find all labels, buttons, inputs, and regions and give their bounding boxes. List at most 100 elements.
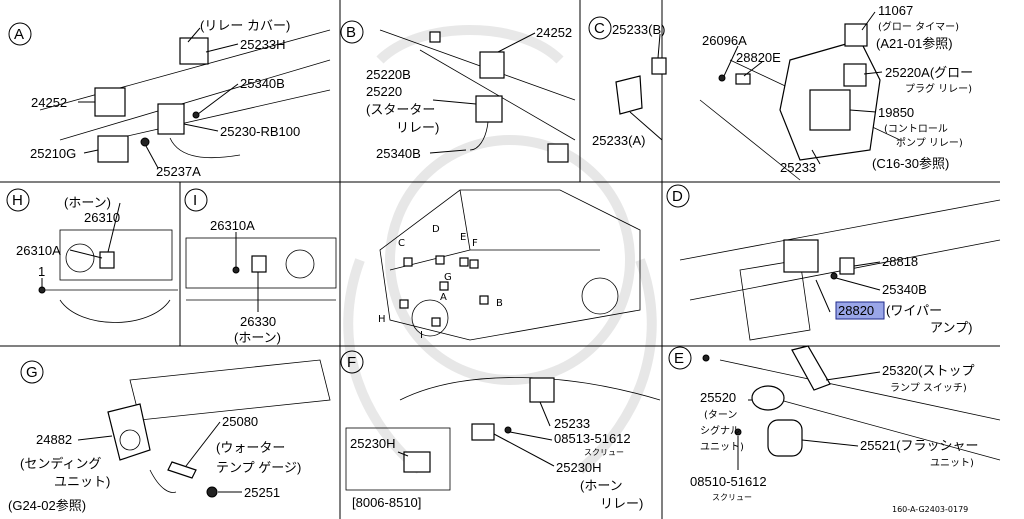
vehicle-marker-f: F bbox=[472, 238, 478, 249]
vehicle-marker-c: C bbox=[398, 238, 405, 249]
label-b-25220b: 25220B bbox=[366, 67, 411, 82]
figure-code: 160-A-G2403-0179 bbox=[892, 505, 968, 514]
flasher-unit-part bbox=[767, 419, 803, 457]
starter-relay-part bbox=[475, 95, 503, 123]
bracket-25233b-part bbox=[651, 57, 667, 75]
label-b-starter: (スターター bbox=[366, 102, 435, 117]
panel-i-badge bbox=[184, 188, 208, 212]
horn-26310-part bbox=[99, 251, 115, 269]
horn-relay-part bbox=[471, 423, 495, 441]
inset-horn-relay-part bbox=[403, 451, 431, 473]
panel-i: I 26310A 26330 (ホーン) bbox=[184, 188, 337, 345]
panel-h: H (ホーン) 26310 26310A 1 bbox=[6, 188, 178, 323]
panel-center-vehicle: C D E F A G H I B bbox=[378, 189, 641, 341]
horn-26330-part bbox=[251, 255, 267, 273]
label-a-25233h: 25233H bbox=[240, 37, 286, 52]
label-a-25237a: 25237A bbox=[156, 164, 201, 179]
panel-h-badge bbox=[6, 188, 30, 212]
label-e-25521: 25521(フラッシャー bbox=[860, 438, 978, 453]
label-a-25230-rb100: 25230-RB100 bbox=[220, 124, 300, 139]
control-pump-relay-part bbox=[809, 89, 851, 131]
label-e-08510: 08510-51612 bbox=[690, 474, 767, 489]
vehicle-marker-g: G bbox=[444, 272, 452, 283]
panel-i-letter: I bbox=[193, 192, 197, 209]
label-c-25220a: 25220A(グロー bbox=[885, 65, 973, 80]
label-e-signal: シグナル bbox=[700, 424, 740, 437]
label-b-24252: 24252 bbox=[536, 25, 572, 40]
vehicle-marker-e: E bbox=[460, 232, 466, 243]
label-e-stop-lamp-switch: ランプ スイッチ) bbox=[890, 382, 967, 394]
label-c-25233b: 25233(B) bbox=[612, 22, 665, 37]
label-i-26330: 26330 bbox=[240, 314, 276, 329]
label-h-26310a: 26310A bbox=[16, 243, 61, 258]
panel-a: A (リレー カバー) 25233H 24252 25340B 25210G 2… bbox=[8, 18, 331, 179]
label-a-24252: 24252 bbox=[31, 95, 67, 110]
label-e-25320: 25320(ストップ bbox=[882, 363, 974, 378]
label-f-25233: 25233 bbox=[554, 416, 590, 431]
vehicle-marker-a: A bbox=[440, 292, 447, 303]
label-d-25340b: 25340B bbox=[882, 282, 927, 297]
inset-box bbox=[345, 427, 451, 491]
label-b-25220: 25220 bbox=[366, 84, 402, 99]
label-f-screw: スクリュー bbox=[584, 448, 624, 457]
label-c-control: (コントロール bbox=[884, 124, 948, 135]
panel-f-letter: F bbox=[347, 354, 356, 371]
relay-24252-b-part bbox=[479, 51, 505, 79]
label-g-sending: (センディング bbox=[20, 456, 101, 471]
relay-25233-f-part bbox=[529, 377, 555, 403]
label-c-25233a: 25233(A) bbox=[592, 133, 645, 148]
highlight-28820 bbox=[835, 301, 885, 320]
label-c-26096a: 26096A bbox=[702, 33, 747, 48]
label-a-25340b: 25340B bbox=[240, 76, 285, 91]
panel-c: C 25233(B) 26096A 28820E 25233(A) 11067 … bbox=[588, 3, 973, 181]
panel-g: G 25080 (ウォーター テンプ ゲージ) 24882 (センディング ユニ… bbox=[8, 359, 331, 513]
relay-25230-part bbox=[157, 103, 185, 135]
label-d-wiper: (ワイパー bbox=[886, 303, 942, 318]
connector-28820e-part bbox=[735, 73, 751, 85]
label-f-date-range: [8006-8510] bbox=[352, 495, 421, 510]
panel-f: F 25230H 25233 08513-51612 スクリュー 25230H … bbox=[340, 350, 661, 511]
label-f-horn: (ホーン bbox=[580, 478, 623, 493]
vehicle-marker-d: D bbox=[432, 224, 440, 235]
label-c-19850: 19850 bbox=[878, 105, 914, 120]
panel-c-letter: C bbox=[594, 20, 605, 37]
panel-g-badge bbox=[20, 360, 44, 384]
label-f-08513: 08513-51612 bbox=[554, 431, 631, 446]
label-e-unit: ユニット) bbox=[700, 442, 744, 453]
sending-unit-part bbox=[107, 403, 151, 461]
label-c-28820e: 28820E bbox=[736, 50, 781, 65]
label-c-pump-relay: ポンプ リレー) bbox=[896, 137, 963, 149]
label-g-unit: ユニット) bbox=[54, 474, 110, 489]
label-h-1: 1 bbox=[38, 264, 45, 279]
label-h-26310: 26310 bbox=[84, 210, 120, 225]
connector-28818-part bbox=[839, 257, 855, 275]
vehicle-marker-h: H bbox=[378, 314, 386, 325]
label-g-25251: 25251 bbox=[244, 485, 280, 500]
panel-e-letter: E bbox=[674, 350, 684, 367]
label-d-28818: 28818 bbox=[882, 254, 918, 269]
panel-h-letter: H bbox=[12, 192, 23, 209]
panel-a-letter: A bbox=[14, 26, 24, 43]
label-i-horn: (ホーン) bbox=[234, 330, 281, 345]
water-temp-gauge-part bbox=[167, 461, 197, 479]
stop-lamp-switch-part bbox=[791, 345, 831, 391]
glow-timer-part bbox=[844, 23, 868, 47]
panel-b-badge bbox=[340, 20, 364, 44]
panel-b: B 24252 25220B 25220 (スターター リレー) 25340B bbox=[340, 20, 576, 163]
panel-g-letter: G bbox=[26, 364, 38, 381]
vehicle-marker-i: I bbox=[420, 330, 423, 341]
background-watermark bbox=[343, 25, 657, 474]
label-c-c16-30: (C16-30参照) bbox=[872, 156, 949, 171]
label-e-screw: スクリュー bbox=[712, 493, 752, 502]
panel-d: D 28818 25340B 28820 (ワイパー アンプ) bbox=[666, 184, 1001, 341]
label-a-25210g: 25210G bbox=[30, 146, 76, 161]
label-g-25080: 25080 bbox=[222, 414, 258, 429]
label-f-relay: リレー) bbox=[600, 496, 643, 511]
panel-grid bbox=[0, 0, 1000, 519]
relay-cover-part bbox=[179, 37, 209, 65]
label-e-turn: (ターン bbox=[704, 409, 737, 421]
label-g-water: (ウォーター bbox=[216, 440, 285, 455]
label-h-horn: (ホーン) bbox=[64, 195, 111, 210]
label-d-amp: アンプ) bbox=[930, 320, 972, 335]
